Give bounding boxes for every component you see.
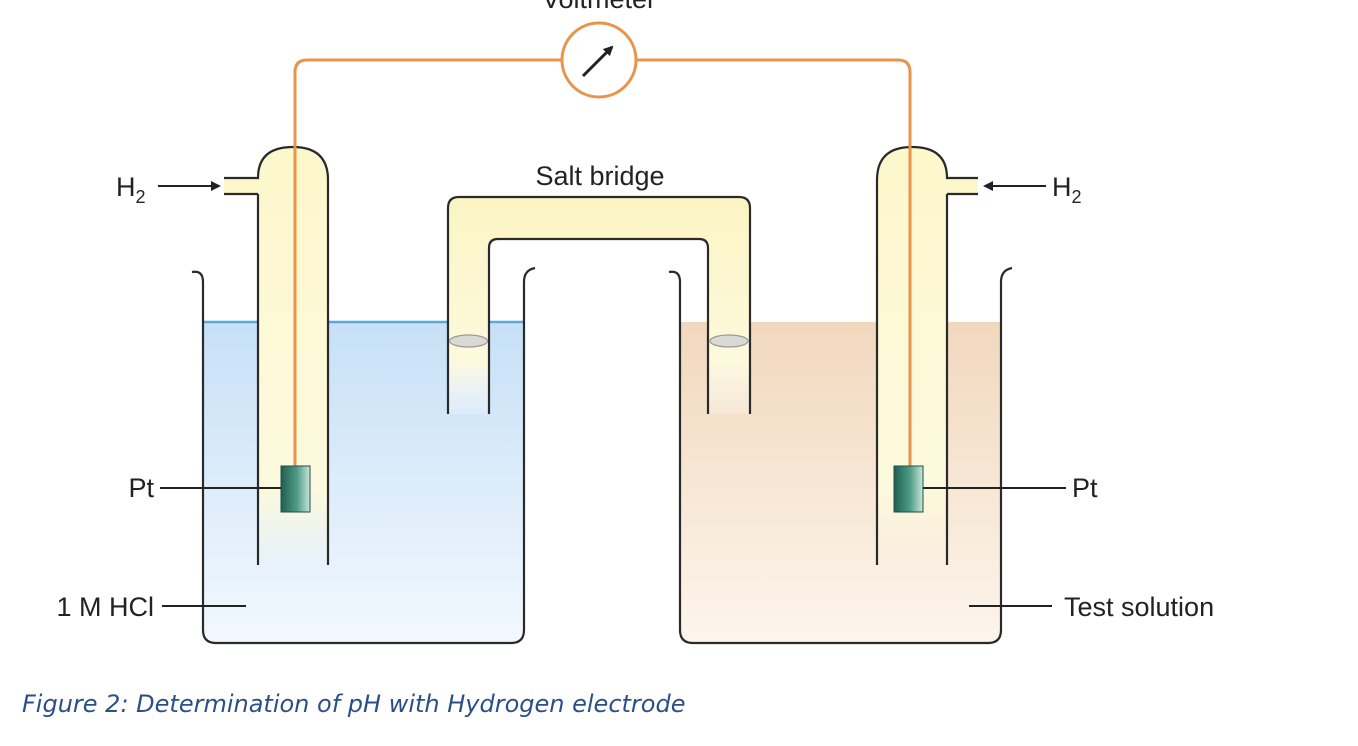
right-electrode-tube: [875, 145, 978, 565]
left-h2-label-main: H: [116, 172, 136, 202]
left-electrode-tube: [224, 145, 330, 565]
right-pt-electrode: [893, 465, 924, 513]
salt-bridge-fill: [448, 197, 750, 414]
left-beaker-wall: [191, 266, 536, 645]
salt-bridge-plug-right: [709, 334, 749, 348]
figure-caption: Figure 2: Determination of pH with Hydro…: [22, 690, 686, 718]
left-tube-outline: [224, 145, 330, 565]
left-pt-electrode: [280, 465, 311, 513]
salt-bridge-label: Salt bridge: [535, 161, 664, 191]
right-pt-label: Pt: [1072, 473, 1098, 503]
voltmeter: [560, 21, 638, 99]
left-h2-label: H2: [116, 172, 146, 207]
right-h2-inlet-fill: [945, 178, 978, 194]
voltmeter-label: Voltmeter: [542, 0, 656, 14]
salt-bridge-outline: [446, 195, 752, 414]
salt-bridge-plug-left: [448, 334, 489, 348]
right-h2-label: H2: [1052, 172, 1082, 207]
left-h2-inlet-fill: [224, 178, 260, 194]
left-h2-label-sub: 2: [136, 187, 146, 207]
left-solution-label: 1 M HCl: [56, 592, 154, 622]
left-tube-fill: [258, 147, 328, 565]
external-wire: [293, 58, 912, 466]
right-h2-label-main: H: [1052, 172, 1072, 202]
right-tube-outline: [875, 145, 978, 565]
left-pt-label: Pt: [128, 473, 154, 503]
right-tube-fill: [877, 147, 947, 565]
right-beaker-wall: [668, 266, 1013, 645]
right-solution-label: Test solution: [1064, 592, 1214, 622]
salt-bridge: [446, 195, 752, 414]
right-h2-label-sub: 2: [1072, 187, 1082, 207]
voltmeter-needle-arrow: [581, 45, 614, 78]
